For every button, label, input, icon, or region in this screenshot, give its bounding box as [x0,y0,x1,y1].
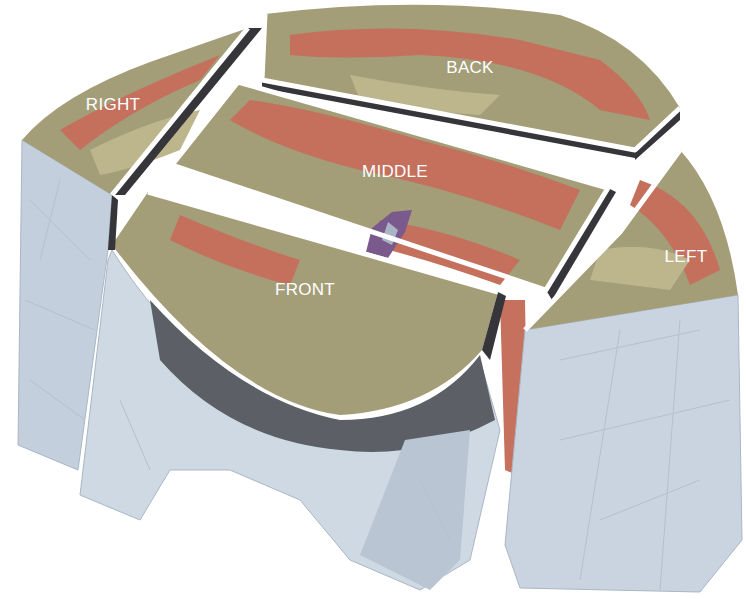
left-top [525,150,738,330]
part-label: RIGHT [86,95,140,115]
inner-leg-mesh [360,430,470,590]
muscle-regions [60,29,720,285]
part-label: FRONT [275,280,335,300]
fat-regions [90,75,690,290]
part-label: MIDDLE [362,162,428,182]
front-top [112,192,498,415]
part-label: BACK [446,58,494,78]
left-leg-mesh [505,295,742,592]
cut-lines [112,14,680,330]
slab-edges [108,28,680,360]
part-label: LEFT [665,247,708,267]
